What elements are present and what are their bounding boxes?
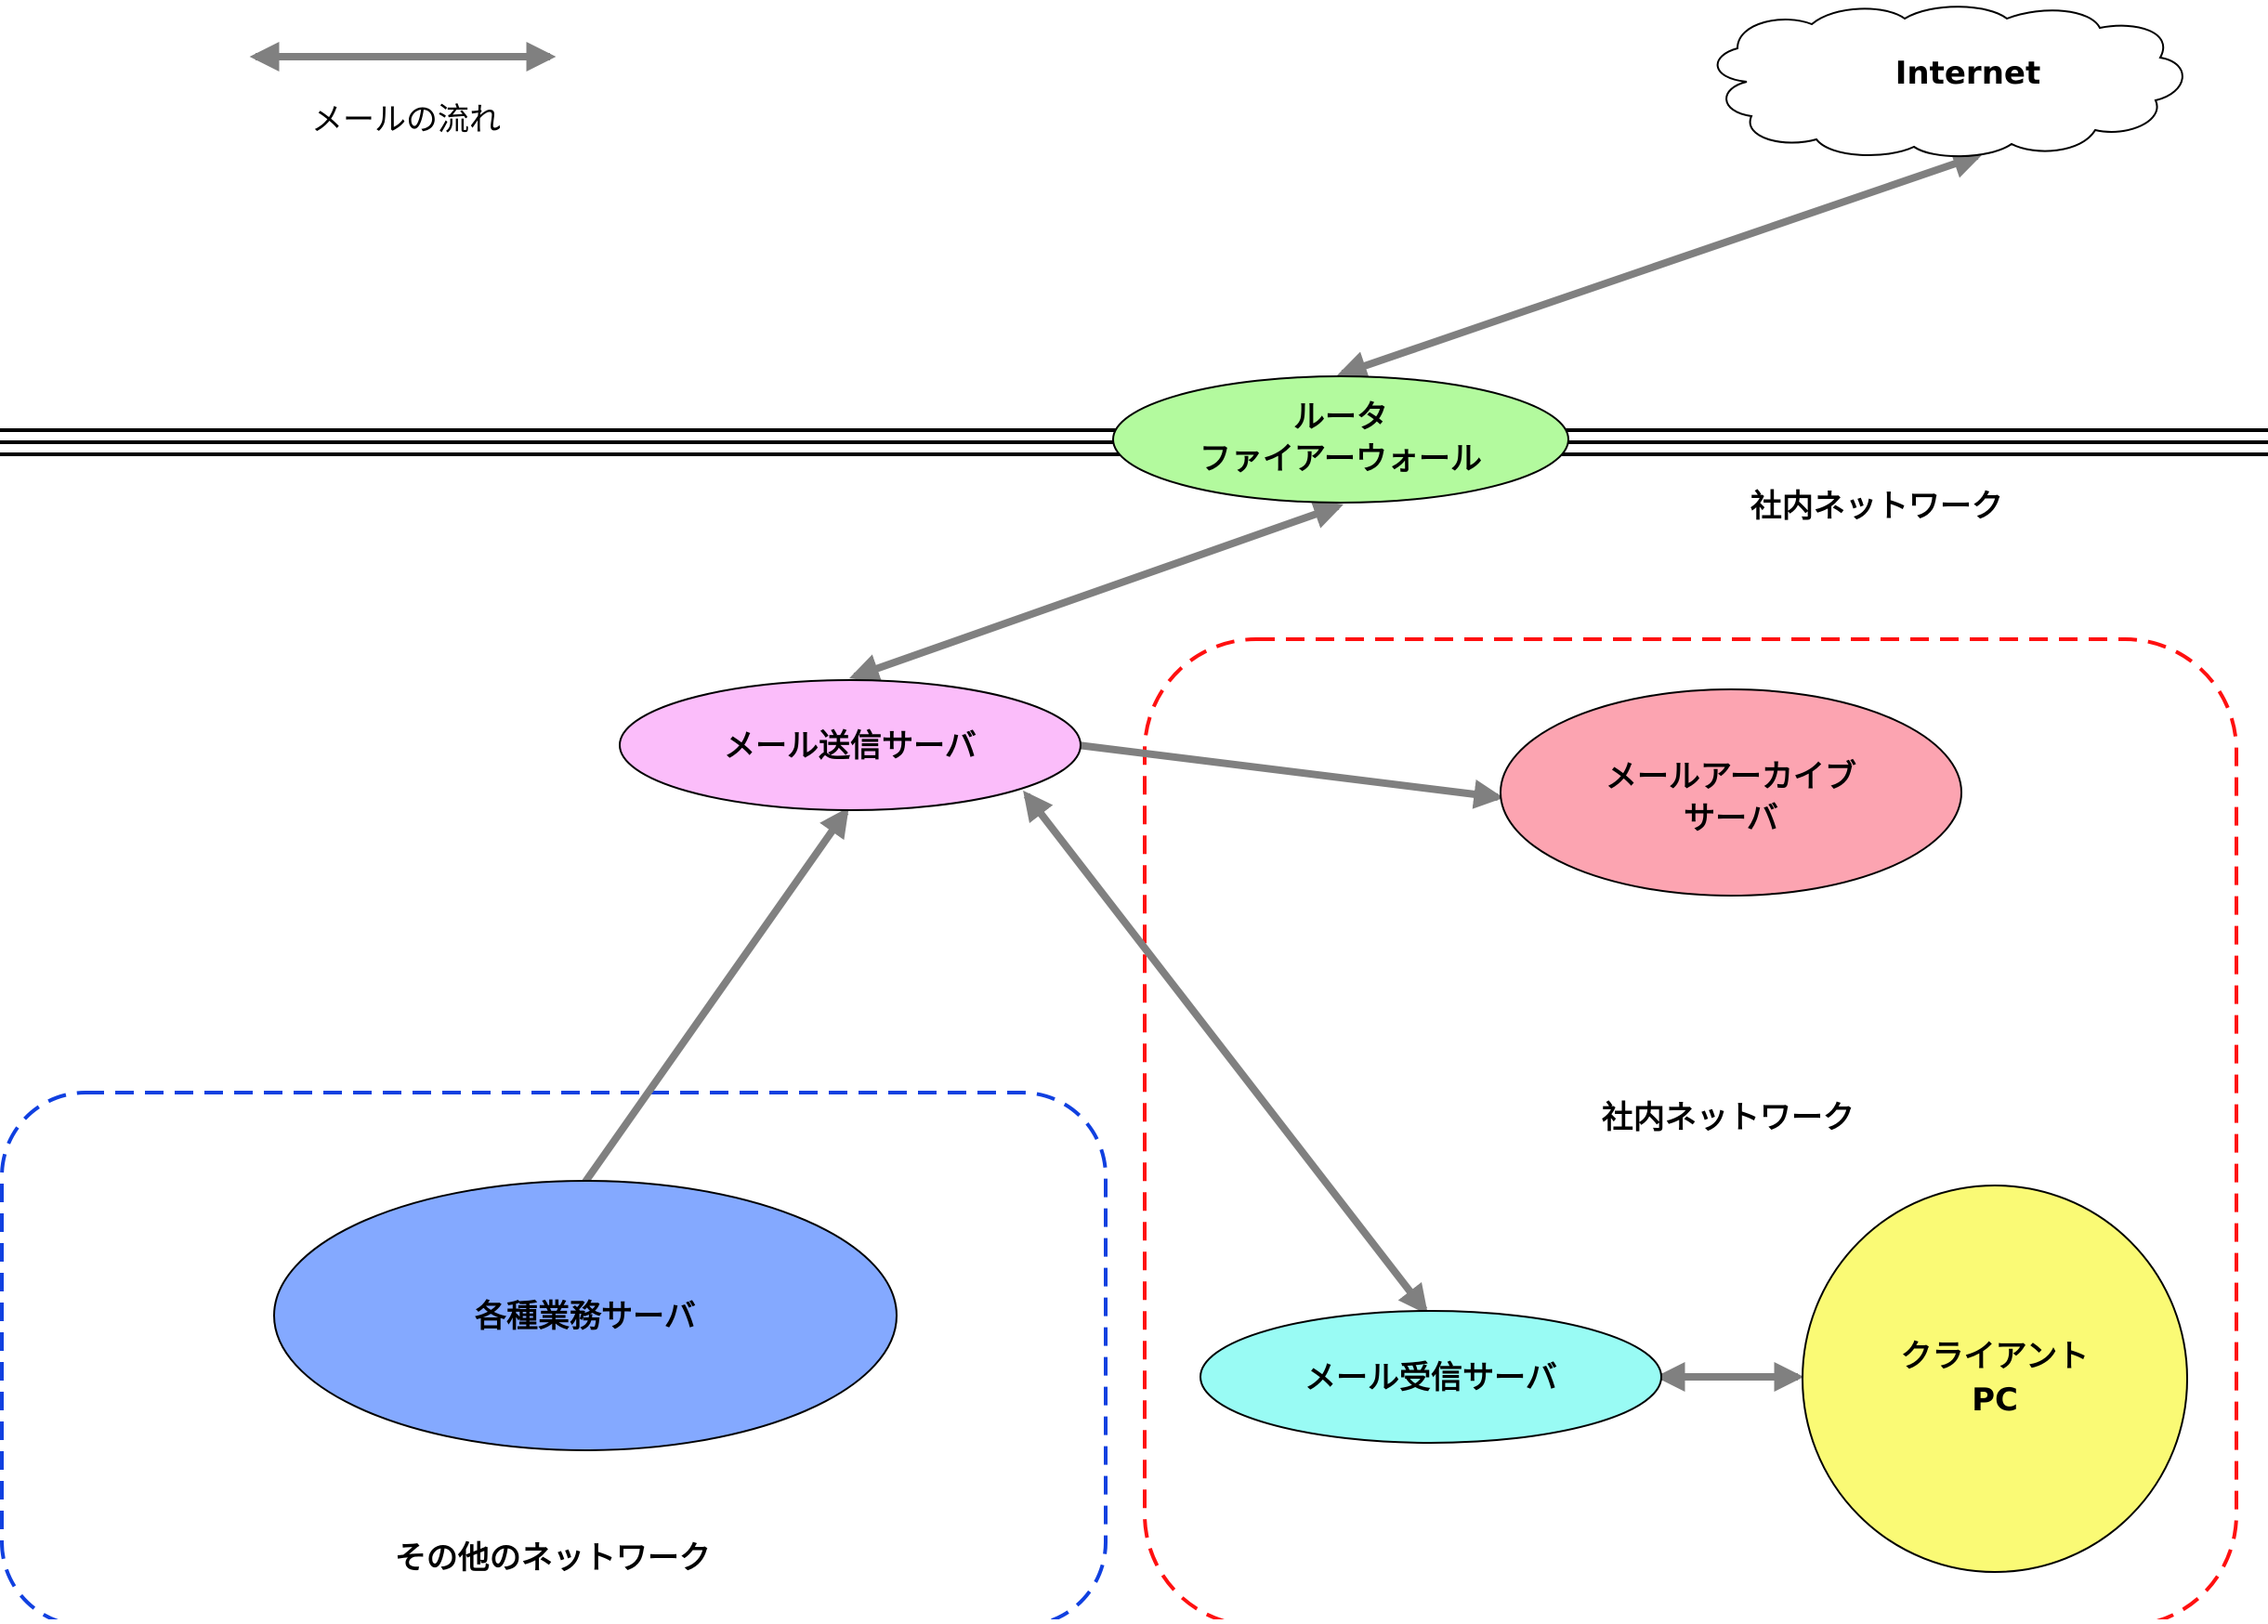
mail-receive-server-label: メール受信サーバ bbox=[1304, 1359, 1557, 1396]
business-servers-node: 各種業務サーバ bbox=[273, 1180, 898, 1451]
other-network-label: その他のネットワーク bbox=[395, 1539, 711, 1577]
backbone-network-label: 社内ネットワーク bbox=[1750, 488, 2003, 525]
mail-archive-server-node: メールアーカイブ サーバ bbox=[1500, 688, 1962, 897]
legend-label: メールの流れ bbox=[311, 101, 501, 138]
mail-send-server-node: メール送信サーバ bbox=[619, 679, 1082, 811]
router-label: ルータ bbox=[1293, 399, 1388, 436]
internet-label: Internet bbox=[1895, 55, 2040, 92]
router-firewall-node: ルータ ファイアーウォール bbox=[1112, 375, 1569, 504]
client-label-line2: PC bbox=[1972, 1382, 2018, 1419]
arrow-send-archive bbox=[1077, 741, 1504, 809]
archive-label-line2: サーバ bbox=[1684, 800, 1778, 837]
firewall-label: ファイアーウォール bbox=[1200, 440, 1482, 478]
arrow-internet-router bbox=[1336, 150, 1984, 380]
arrow-send-recv bbox=[1023, 790, 1428, 1316]
business-servers-label: 各種業務サーバ bbox=[475, 1298, 696, 1335]
internal-network-zone bbox=[1143, 637, 2238, 1624]
arrow-business-send bbox=[582, 806, 849, 1185]
cloud-icon bbox=[1716, 6, 2183, 158]
client-pc-node: クライアント PC bbox=[1802, 1185, 2188, 1573]
arrow-router-send bbox=[848, 500, 1344, 683]
internal-network-label: 社内ネットワーク bbox=[1602, 1099, 1855, 1136]
archive-label-line1: メールアーカイブ bbox=[1606, 758, 1856, 795]
other-network-zone bbox=[0, 1091, 1108, 1624]
client-label-line1: クライアント bbox=[1901, 1338, 2090, 1375]
internet-cloud: Internet bbox=[1716, 6, 2183, 158]
mail-send-server-label: メール送信サーバ bbox=[724, 727, 977, 765]
mail-receive-server-node: メール受信サーバ bbox=[1200, 1310, 1662, 1444]
